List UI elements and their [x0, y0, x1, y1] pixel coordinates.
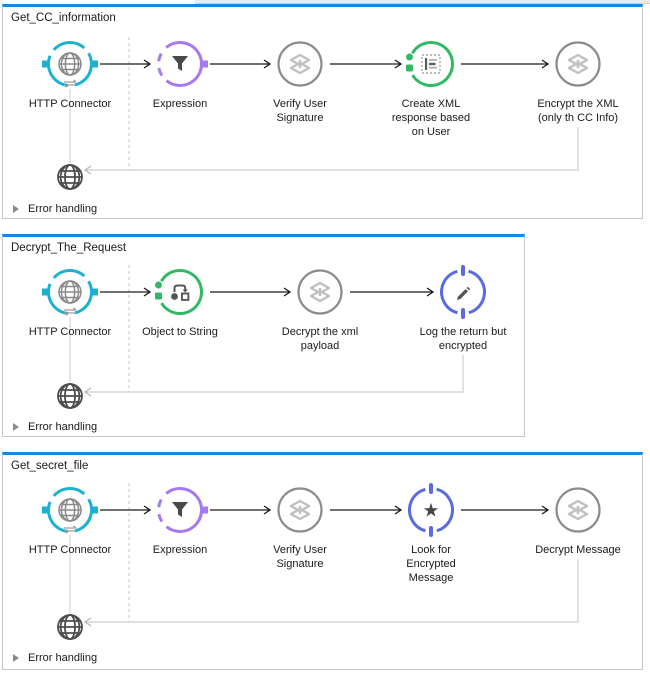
error-handling-label[interactable]: Error handling: [28, 652, 98, 664]
node-verify-user-signature[interactable]: [277, 487, 323, 533]
node-log-the-return-but-encrypted[interactable]: [437, 265, 490, 319]
node-label[interactable]: HTTP Connector: [28, 326, 112, 338]
transform-icon: [567, 499, 589, 521]
node-label[interactable]: Expression: [152, 544, 208, 556]
transform-icon: [289, 499, 311, 521]
node-expression[interactable]: [150, 34, 211, 95]
filter-icon: [172, 56, 188, 71]
globe-icon: [58, 498, 82, 522]
node-encrypt-the-xml-only-th-cc-info[interactable]: [555, 41, 601, 87]
flow-connector-arrow: [100, 59, 152, 69]
pencil-icon: [457, 286, 471, 300]
node-decrypt-message[interactable]: [555, 487, 601, 533]
flow-diagram: [41, 263, 490, 409]
flow-connector-arrow: [100, 505, 152, 515]
node-label[interactable]: HTTP Connector: [28, 544, 112, 556]
response-return-line: [83, 559, 579, 627]
node-object-to-string[interactable]: [151, 263, 210, 322]
flow-connector-arrow: [210, 287, 292, 297]
flow-connector-arrow: [461, 505, 550, 515]
response-return-line: [83, 355, 464, 397]
node-label[interactable]: Decrypt the xml payload: [281, 326, 359, 352]
exchange-arrows-icon: [63, 307, 77, 316]
globe-icon: [58, 280, 82, 304]
flow-diagram: [41, 34, 601, 190]
globe-icon: [58, 52, 82, 76]
collapse-triangle-icon[interactable]: [13, 205, 19, 213]
flow-connector-arrow: [210, 505, 272, 515]
error-handling-label[interactable]: Error handling: [28, 421, 98, 433]
node-label[interactable]: Expression: [152, 98, 208, 110]
transform-icon: [309, 281, 331, 303]
flow-connector-arrow: [330, 59, 403, 69]
node-http-connector[interactable]: [41, 35, 100, 94]
node-verify-user-signature[interactable]: [277, 41, 323, 87]
flow-connector-arrow: [330, 505, 403, 515]
transform-icon: [567, 53, 589, 75]
template-icon: [421, 54, 441, 74]
flow-title[interactable]: Get_secret_file: [11, 460, 89, 472]
node-create-xml-response-based-on-user[interactable]: [402, 35, 461, 94]
flow-connector-arrow: [350, 287, 435, 297]
transform-icon: [289, 53, 311, 75]
flow-connector-arrow: [461, 59, 550, 69]
flow-title[interactable]: Decrypt_The_Request: [11, 242, 127, 254]
filter-icon: [172, 502, 188, 517]
star-icon: [423, 502, 439, 517]
node-decrypt-the-xml-payload[interactable]: [297, 269, 343, 315]
flow-connector-arrow: [100, 287, 152, 297]
node-label[interactable]: Verify User Signature: [273, 98, 327, 124]
node-label[interactable]: Object to String: [142, 326, 218, 338]
node-label[interactable]: Look for Encrypted Message: [406, 544, 456, 584]
error-handling-label[interactable]: Error handling: [28, 203, 98, 215]
flow-diagram: [41, 480, 601, 640]
node-http-connector[interactable]: [41, 481, 100, 540]
globe-icon[interactable]: [57, 614, 83, 640]
node-look-for-encrypted-message[interactable]: [405, 483, 458, 537]
node-label[interactable]: Create XML response based on User: [391, 98, 471, 138]
node-expression[interactable]: [150, 480, 211, 541]
node-label[interactable]: Verify User Signature: [273, 544, 327, 570]
node-label[interactable]: Decrypt Message: [535, 544, 621, 556]
collapse-triangle-icon[interactable]: [13, 654, 19, 662]
editor-top-strip: [195, 0, 650, 4]
flow-connector-arrow: [210, 59, 272, 69]
error-handling-row: Error handling: [13, 201, 97, 217]
response-return-line: [83, 127, 579, 175]
node-http-connector[interactable]: [41, 263, 100, 322]
exchange-arrows-icon: [63, 79, 77, 88]
node-label[interactable]: HTTP Connector: [28, 98, 112, 110]
globe-icon[interactable]: [57, 383, 83, 409]
exchange-arrows-icon: [63, 525, 77, 534]
object-to-string-icon: [171, 284, 190, 301]
node-label[interactable]: Log the return but encrypted: [419, 326, 507, 352]
collapse-triangle-icon[interactable]: [13, 423, 19, 431]
error-handling-row: Error handling: [13, 650, 97, 666]
node-label[interactable]: Encrypt the XML (only th CC Info): [537, 98, 619, 124]
globe-icon[interactable]: [57, 164, 83, 190]
error-handling-row: Error handling: [13, 419, 97, 435]
flow-title[interactable]: Get_CC_information: [11, 12, 116, 24]
